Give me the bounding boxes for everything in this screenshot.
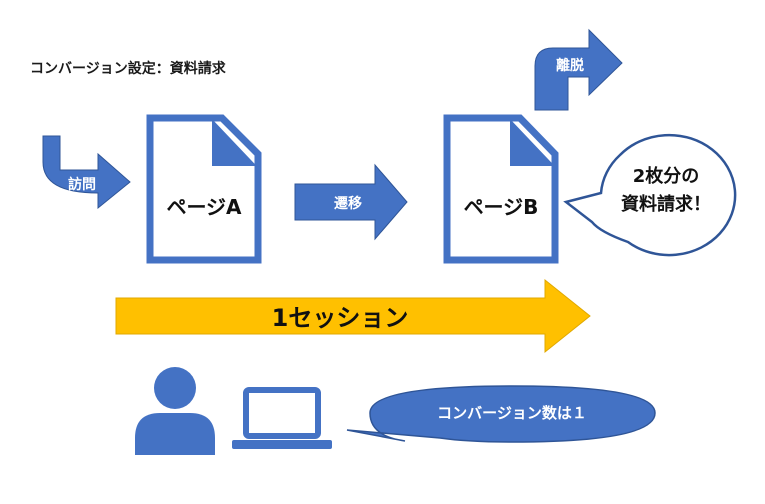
conversion-speech-bubble: コンバージョン数は１: [346, 385, 656, 443]
page-b-label: ページB: [464, 195, 539, 219]
session-arrow: 1セッション: [115, 278, 591, 354]
visit-arrow: 訪問: [42, 135, 131, 210]
request-speech-bubble: 2枚分の 資料請求！: [563, 133, 737, 257]
user-icon: [135, 367, 215, 455]
exit-arrow: 離脱: [534, 28, 623, 111]
conversion-count-label: コンバージョン数は１: [437, 404, 587, 422]
session-label: 1セッション: [272, 304, 409, 332]
transition-label: 遷移: [334, 195, 362, 212]
page-b-document: ページB: [443, 114, 559, 264]
transition-arrow: 遷移: [294, 163, 408, 241]
conversion-setting-title: コンバージョン設定：資料請求: [30, 61, 226, 77]
page-a-label: ページA: [166, 195, 242, 219]
visit-label: 訪問: [68, 176, 96, 193]
exit-label: 離脱: [556, 57, 584, 74]
page-a-document: ページA: [146, 114, 262, 264]
request-callout-line2: 資料請求！: [621, 193, 711, 215]
request-callout-line1: 2枚分の: [633, 165, 700, 187]
laptop-icon: [232, 387, 332, 449]
